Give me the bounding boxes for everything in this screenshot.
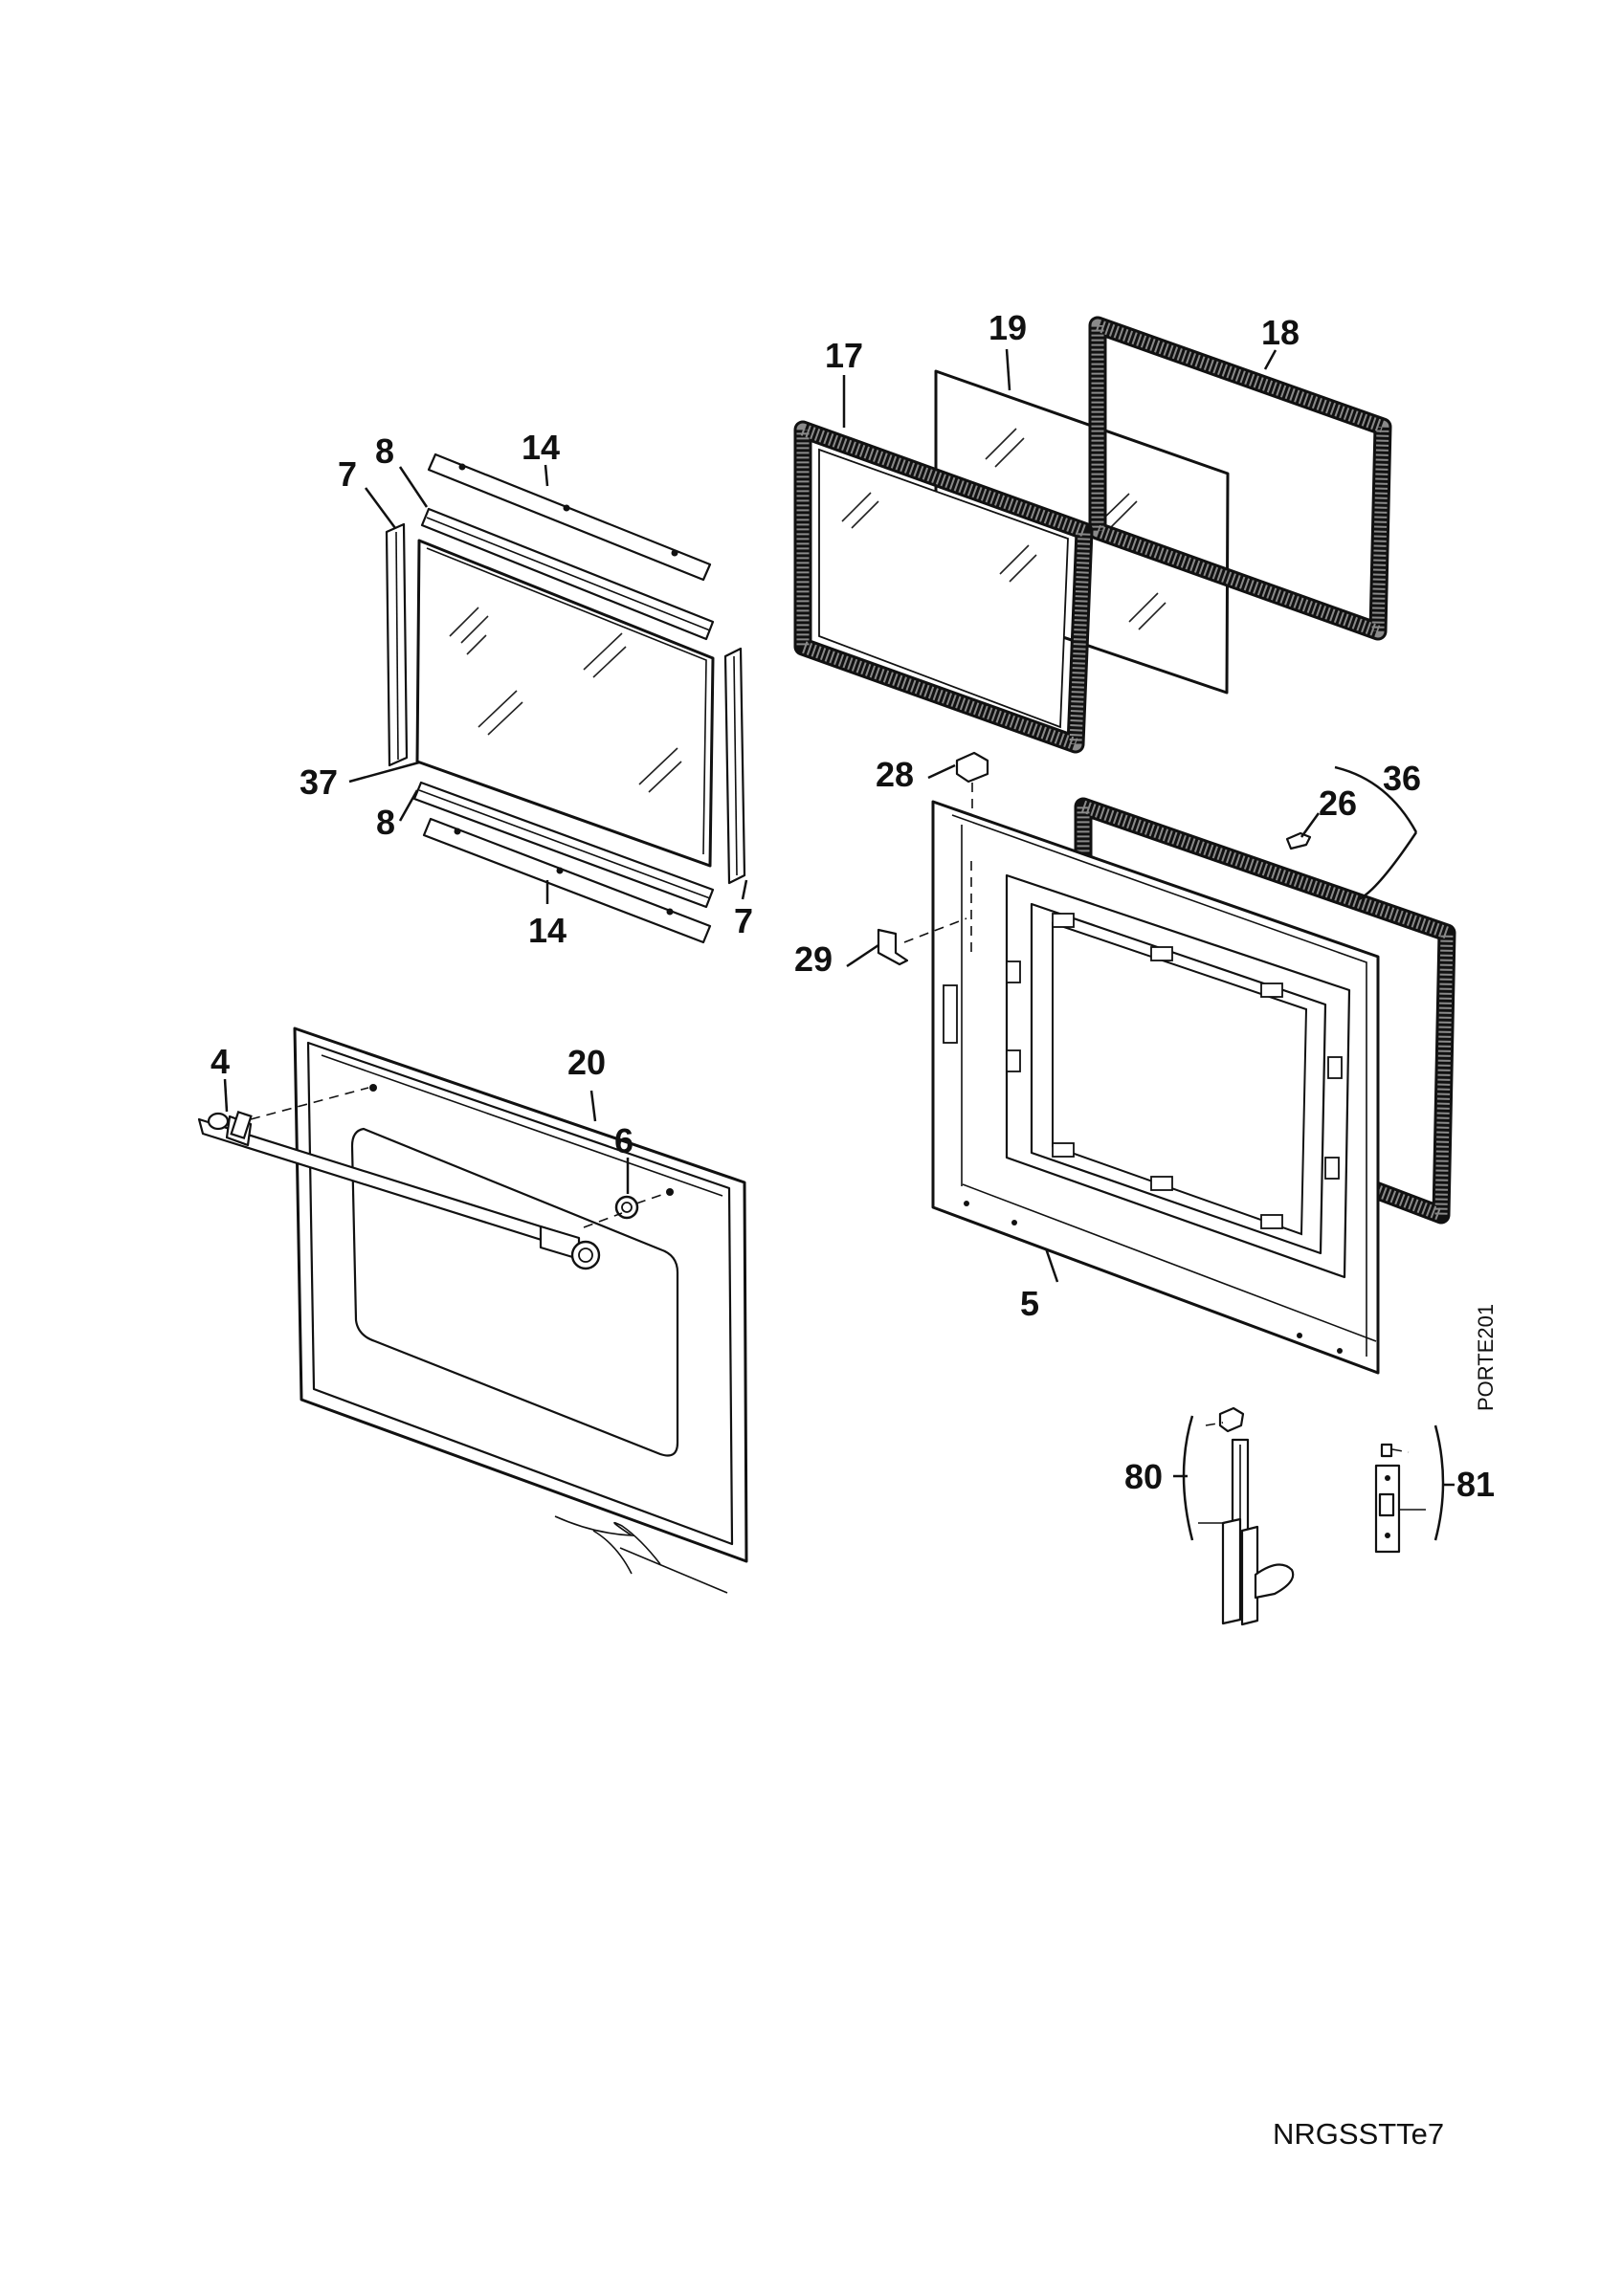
callout-5-inner-frame: 5 bbox=[1020, 1284, 1039, 1323]
outer-door-assembly: 4 20 6 bbox=[197, 1027, 748, 1594]
part-29-bracket bbox=[877, 928, 909, 966]
part-4-handle bbox=[197, 1111, 601, 1270]
hinge-assembly: 80 81 bbox=[1124, 1406, 1495, 1626]
callout-28-clip: 28 bbox=[876, 755, 914, 794]
part-14-top-strip bbox=[427, 453, 712, 582]
part-28-clip bbox=[955, 751, 989, 784]
drawing-code: PORTE201 bbox=[1474, 1304, 1498, 1411]
callout-81-hinge-receiver: 81 bbox=[1456, 1465, 1495, 1504]
callout-6-washer: 6 bbox=[614, 1121, 633, 1160]
callout-14-top-strip: 14 bbox=[522, 428, 560, 467]
part-14-bottom-strip bbox=[422, 817, 712, 944]
part-37-inner-glass bbox=[415, 539, 715, 868]
inner-door-frame-assembly: 28 36 26 29 5 bbox=[794, 751, 1456, 1375]
callout-14-bottom-strip: 14 bbox=[528, 911, 567, 950]
callout-8-top-profile: 8 bbox=[375, 431, 394, 471]
part-80-hinge bbox=[1198, 1406, 1295, 1626]
part-81-hinge-receiver bbox=[1374, 1443, 1426, 1554]
callout-37-inner-glass: 37 bbox=[300, 762, 338, 802]
callout-8-bottom-profile: 8 bbox=[376, 803, 395, 842]
part-26-spring bbox=[1285, 831, 1312, 850]
callout-36-door-seal: 36 bbox=[1383, 759, 1421, 798]
callout-29-bracket: 29 bbox=[794, 939, 833, 979]
callout-7-right-profile: 7 bbox=[734, 901, 753, 940]
callout-20-outer-door-panel: 20 bbox=[567, 1043, 606, 1082]
callout-17-gasket: 17 bbox=[825, 336, 863, 375]
glass-pane-assembly: 17 19 18 bbox=[793, 308, 1392, 754]
callout-7-left-profile: 7 bbox=[338, 454, 357, 494]
footer-code: NRGSSTTe7 bbox=[1273, 2117, 1444, 2151]
inner-glass-assembly: 7 8 14 37 8 14 7 bbox=[300, 428, 753, 950]
callout-26-spring: 26 bbox=[1319, 784, 1357, 823]
callout-4-handle: 4 bbox=[211, 1042, 230, 1081]
callout-18-gasket: 18 bbox=[1261, 313, 1300, 352]
callout-19-glass-pane: 19 bbox=[989, 308, 1027, 347]
callout-80-hinge: 80 bbox=[1124, 1457, 1163, 1496]
